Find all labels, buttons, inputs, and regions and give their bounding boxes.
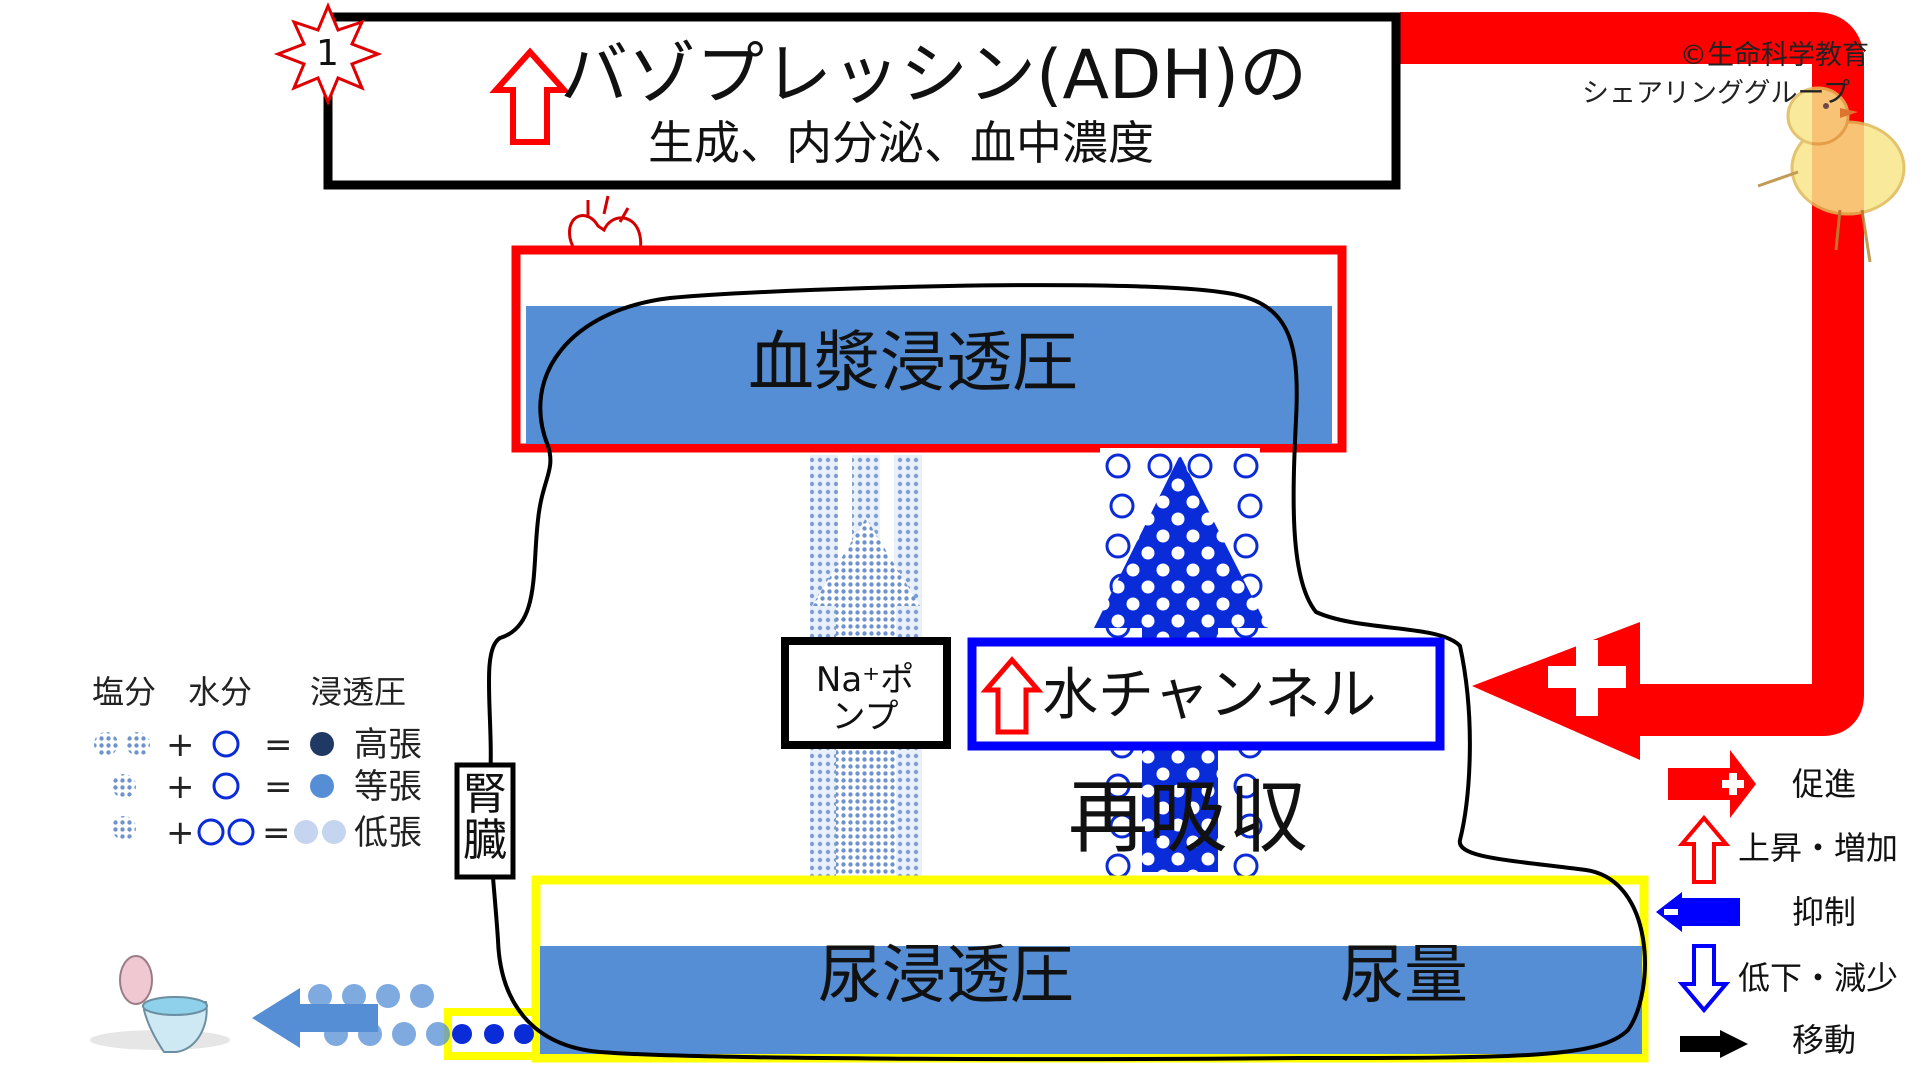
water-molecule-icon bbox=[1233, 773, 1259, 799]
legend-state-isotonic: 等張 bbox=[354, 767, 422, 807]
na-pump-box bbox=[781, 637, 951, 749]
water-molecule-icon bbox=[1105, 773, 1131, 799]
water-channel-label: 水チャンネル bbox=[1042, 663, 1377, 728]
legend-equals: = bbox=[264, 725, 293, 765]
starburst-icon bbox=[273, 2, 383, 106]
legend-state-hypotonic: 低張 bbox=[354, 813, 422, 853]
legend-state-hypertonic: 高張 bbox=[354, 725, 422, 765]
key-increase-label: 上昇・増加 bbox=[1738, 829, 1899, 867]
title-increase-arrow-icon bbox=[489, 47, 571, 145]
legend-plus: + bbox=[166, 725, 195, 765]
water-molecule-icon bbox=[1233, 453, 1259, 479]
water-molecule-icon bbox=[1109, 493, 1135, 519]
plasma-level-fill bbox=[526, 306, 1332, 444]
key-promote-label: 促進 bbox=[1792, 765, 1857, 803]
legend-plus: + bbox=[166, 767, 195, 807]
key-inhibit-label: 抑制 bbox=[1792, 893, 1857, 931]
copyright-line-2: シェアリンググループ bbox=[1582, 78, 1850, 109]
water-molecule-icon bbox=[1187, 453, 1213, 479]
page-subtitle: 生成、内分泌、血中濃度 bbox=[648, 116, 1154, 170]
urine-excretion-arrow-icon bbox=[252, 988, 378, 1048]
key-decrease-label: 低下・減少 bbox=[1738, 959, 1899, 997]
key-increase-icon bbox=[1677, 814, 1731, 884]
channel-increase-arrow-icon bbox=[980, 656, 1044, 735]
key-promote-icon bbox=[1668, 750, 1756, 818]
copyright-line-1: ©生命科学教育 bbox=[1680, 40, 1869, 71]
water-molecule-icon bbox=[1237, 813, 1263, 839]
water-molecule-icon bbox=[1109, 813, 1135, 839]
legend-header-osmotic: 浸透圧 bbox=[310, 673, 407, 711]
key-decrease-icon bbox=[1677, 944, 1731, 1014]
legend-equals: = bbox=[262, 813, 291, 853]
water-molecule-icon bbox=[1105, 453, 1131, 479]
chick-illustration bbox=[1757, 86, 1906, 263]
water-molecule-icon bbox=[1237, 493, 1263, 519]
legend-header-salt: 塩分 bbox=[92, 673, 157, 711]
urine-osmolality-label: 尿浸透圧 bbox=[818, 939, 1074, 1013]
legend-equals: = bbox=[264, 767, 293, 807]
page-title: バゾプレッシン(ADH)の bbox=[560, 36, 1308, 115]
water-channel-box bbox=[967, 637, 1445, 751]
water-molecule-icon bbox=[1233, 533, 1259, 559]
toilet-icon bbox=[90, 955, 230, 1053]
key-move-icon bbox=[1680, 1030, 1748, 1058]
legend-symbols bbox=[94, 730, 346, 846]
plasma-osmolality-label: 血漿浸透圧 bbox=[748, 324, 1078, 401]
water-molecule-icon bbox=[1147, 453, 1173, 479]
key-inhibit-icon bbox=[1656, 892, 1740, 932]
key-move-label: 移動 bbox=[1792, 1021, 1857, 1059]
legend-plus: + bbox=[166, 813, 195, 853]
kidney-label-box bbox=[454, 762, 516, 880]
kidney-label: 腎臓 bbox=[463, 769, 507, 867]
step-badge-number: 1 bbox=[316, 33, 339, 74]
na-pump-label: Na⁺ポンプ bbox=[815, 660, 915, 738]
reabsorption-label: 再吸収 bbox=[1068, 771, 1308, 864]
feedback-loop-arrow bbox=[1400, 12, 1864, 760]
urine-level-fill bbox=[540, 946, 1642, 1054]
legend-header-water: 水分 bbox=[188, 673, 253, 711]
water-molecule-icon bbox=[1105, 533, 1131, 559]
urine-volume-label: 尿量 bbox=[1340, 939, 1468, 1013]
